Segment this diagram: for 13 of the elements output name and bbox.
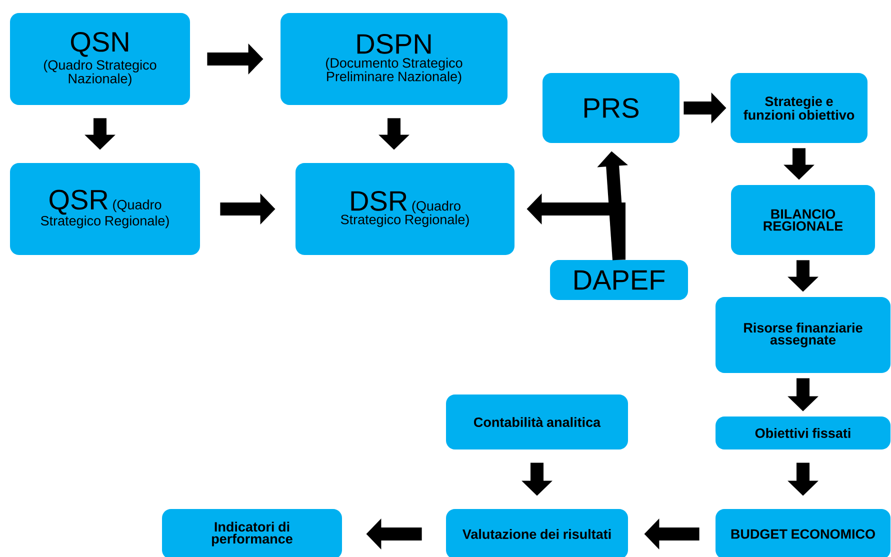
process-box: Indicatori di performance: [162, 509, 342, 557]
process-box: BILANCIO REGIONALE: [731, 185, 875, 255]
process-box: QSR (Quadro Strategico Regionale): [10, 163, 200, 255]
process-box: QSN (Quadro Strategico Nazionale): [10, 13, 190, 105]
process-box: Valutazione dei risultati: [446, 509, 628, 557]
process-box: PRS: [542, 73, 680, 143]
process-box: Strategie e funzioni obiettivo: [730, 73, 868, 143]
process-box: DSPN (Documento Strategico Preliminare Nazionale): [280, 13, 508, 105]
process-box: BUDGET ECONOMICO: [716, 509, 890, 557]
process-box: Contabilità analitica: [446, 394, 628, 450]
process-box: DAPEF: [550, 260, 688, 300]
process-box: Risorse finanziarie assegnate: [716, 297, 890, 373]
process-box: Obiettivi fissati: [716, 416, 890, 450]
